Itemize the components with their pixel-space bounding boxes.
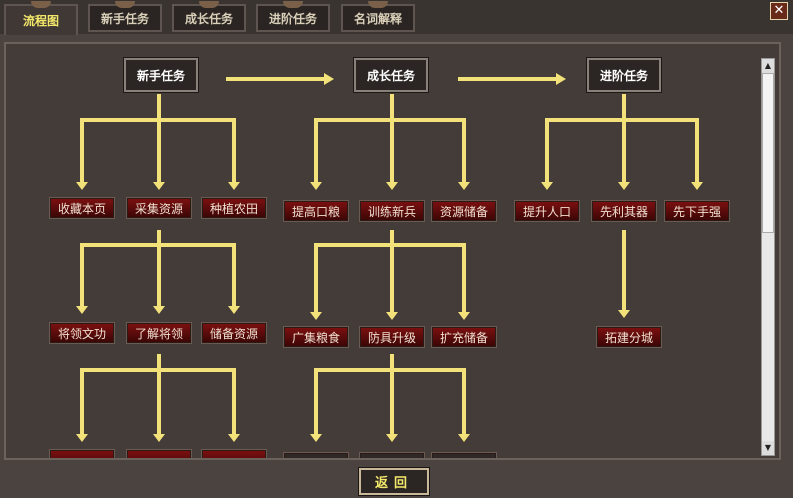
task-label-clipped[interactable] [283,452,349,458]
tab-glossary[interactable]: 名词解释 [341,1,415,32]
task-label-clipped[interactable] [431,452,497,458]
back-button[interactable]: 返回 [358,467,430,496]
tab-flowchart[interactable]: 流程图 [4,1,78,35]
scroll-down-icon[interactable]: ▼ [762,441,774,455]
tab-advanced-tasks[interactable]: 进阶任务 [256,1,330,32]
task-label[interactable]: 广集粮食 [283,326,349,348]
task-label[interactable]: 资源储备 [431,200,497,222]
task-label[interactable]: 将领文功 [49,322,115,344]
vertical-scrollbar[interactable]: ▲ ▼ [761,58,775,456]
scroll-up-icon[interactable]: ▲ [762,59,774,73]
task-label-clipped[interactable] [201,449,267,458]
task-label[interactable]: 先下手强 [664,200,730,222]
node-beginner-tasks[interactable]: 新手任务 [123,57,199,93]
arrowheads [76,73,703,442]
task-label[interactable]: 训练新兵 [359,200,425,222]
tab-growth-tasks[interactable]: 成长任务 [172,1,246,32]
task-label[interactable]: 收藏本页 [49,197,115,219]
task-label[interactable]: 提升人口 [514,200,580,222]
tab-bar: 流程图 新手任务 成长任务 进阶任务 名词解释 [0,0,793,35]
scrollbar-thumb[interactable] [762,73,774,233]
task-label[interactable]: 提高口粮 [283,200,349,222]
tab-beginner-tasks[interactable]: 新手任务 [88,1,162,32]
close-icon[interactable]: ✕ [770,2,788,20]
flowchart-panel: 新手任务 成长任务 进阶任务 收藏本页 采集资源 种植农田 将领文功 了解将领 … [4,42,781,460]
node-advanced-tasks[interactable]: 进阶任务 [586,57,662,93]
task-label-clipped[interactable] [126,449,192,458]
task-label[interactable]: 种植农田 [201,197,267,219]
task-label-clipped[interactable] [359,452,425,458]
connector-lines [80,77,699,436]
task-label[interactable]: 采集资源 [126,197,192,219]
task-label-clipped[interactable] [49,449,115,458]
task-label[interactable]: 防具升级 [359,326,425,348]
task-label[interactable]: 拓建分城 [596,326,662,348]
task-label[interactable]: 储备资源 [201,322,267,344]
task-label[interactable]: 了解将领 [126,322,192,344]
task-label[interactable]: 先利其器 [591,200,657,222]
flow-lines [76,73,703,442]
task-label[interactable]: 扩充储备 [431,326,497,348]
node-growth-tasks[interactable]: 成长任务 [353,57,429,93]
